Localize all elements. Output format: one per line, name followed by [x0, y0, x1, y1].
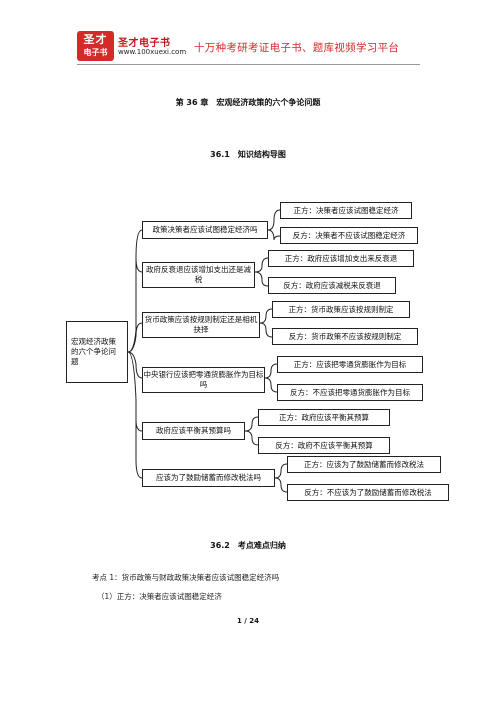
branch-3: 货币政策应该按规则制定还是相机抉择 — [142, 312, 260, 338]
branch-5-pro: 正方：政府应该平衡其预算 — [258, 409, 390, 426]
section-title-knowledge-map: 36.1 知识结构导图 — [210, 150, 286, 159]
branch-4-con: 反方：不应该把零通货膨胀作为目标 — [277, 384, 423, 401]
connector-root-b4 — [127, 351, 143, 379]
chapter-title: 第 36 章 宏观经济政策的六个争论问题 — [175, 98, 321, 107]
connector-root-b6 — [135, 420, 143, 479]
connector-b6-pro — [274, 463, 288, 479]
connector-b5-con — [244, 430, 259, 446]
brand-logo[interactable]: 圣才 电子书 — [77, 31, 114, 61]
connector-b6-con — [274, 477, 288, 493]
branch-4-pro: 正方：应该把零通货膨胀作为目标 — [277, 356, 423, 373]
connector-b4-pro — [264, 363, 278, 379]
connector-root-b3 — [127, 322, 143, 353]
page-number: 1 / 24 — [236, 617, 260, 625]
branch-2-con: 反方：政府应该减税来反衰退 — [268, 277, 396, 294]
branch-1-con: 反方：决策者不应该试图稳定经济 — [280, 227, 418, 244]
branch-5: 政府应该平衡其预算吗 — [142, 422, 245, 440]
header-slogan: 十万种考研考证电子书、题库视频学习平台 — [194, 42, 400, 54]
logo-top-text: 圣才 — [83, 33, 108, 46]
branch-4: 中央银行应该把零通货膨胀作为目标吗 — [142, 367, 265, 393]
branch-3-con: 反方：货币政策不应该按规则制定 — [272, 328, 418, 345]
connector-root-b1 — [127, 229, 143, 353]
connector-b3-con — [259, 322, 273, 338]
connector-b3-pro — [259, 308, 273, 324]
brand-name: 圣才电子书 — [118, 38, 171, 49]
connector-b5-pro — [244, 416, 259, 432]
connector-root-b2 — [135, 257, 143, 273]
key-point-1: 考点 1：货币政策与财政政策决策者应该试图稳定经济吗 — [92, 573, 280, 582]
connector-b1-pro — [267, 209, 281, 231]
branch-6-pro: 正方：应该为了鼓励储蓄而修改税法 — [287, 456, 441, 473]
branch-2-pro: 正方：政府应该增加支出来反衰退 — [268, 250, 414, 267]
logo-bottom-text: 电子书 — [83, 48, 108, 57]
connector-b2-con — [254, 271, 269, 287]
connector-b2-pro — [254, 257, 269, 273]
key-point-1-sub: （1）正方：决策者应该试图稳定经济 — [97, 592, 222, 601]
connector-b1-con — [267, 229, 281, 241]
branch-6: 应该为了鼓励储蓄而修改税法吗 — [142, 469, 275, 487]
brand-url[interactable]: www.100xuexi.com — [118, 48, 187, 56]
branch-6-con: 反方：不应该为了鼓励储蓄而修改税法 — [287, 484, 449, 501]
section-title-key-points: 36.2 考点难点归纳 — [210, 541, 286, 550]
connector-b4-con — [264, 377, 278, 393]
mind-map-root: 宏观经济政策的六个争论问题 — [66, 321, 128, 383]
branch-1-pro: 正方：决策者应该试图稳定经济 — [280, 202, 412, 219]
page-header: 圣才 电子书 圣才电子书 www.100xuexi.com 十万种考研考证电子书… — [0, 0, 496, 66]
header-divider — [77, 64, 420, 65]
branch-1: 政策决策者应该试图稳定经济吗 — [142, 221, 268, 239]
branch-2: 政府反衰退应该增加支出还是减税 — [142, 262, 255, 288]
connector-root-b5 — [127, 351, 143, 432]
branch-5-con: 反方：政府不应该平衡其预算 — [258, 437, 390, 454]
branch-3-pro: 正方：货币政策应该按规则制定 — [272, 301, 410, 318]
